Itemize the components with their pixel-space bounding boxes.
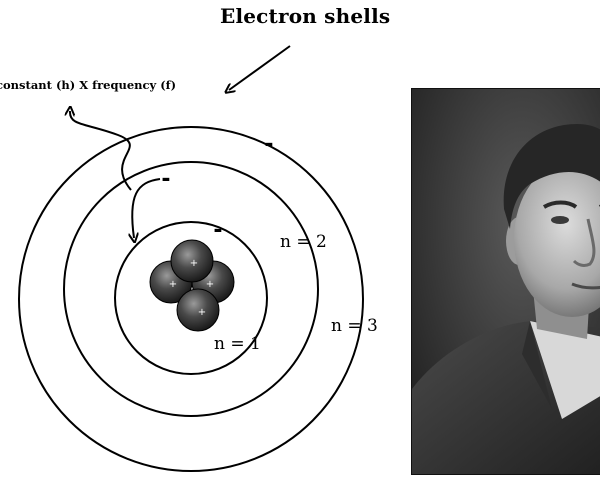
electron-transition-arrow bbox=[132, 178, 161, 238]
shell-ring-1 bbox=[114, 221, 268, 375]
shell-ring-2 bbox=[63, 161, 319, 417]
electron-shell-1: - bbox=[213, 218, 222, 243]
shell-label-n2: n = 2 bbox=[280, 232, 327, 252]
diagram-title: Electron shells bbox=[220, 4, 391, 28]
proton-sign: + bbox=[190, 258, 198, 269]
proton-sign: + bbox=[198, 307, 206, 318]
energy-formula-label: 's constant (h) X frequency (f) bbox=[0, 78, 177, 92]
nucleus: + + + + bbox=[149, 239, 235, 332]
proton: + bbox=[176, 288, 220, 332]
proton: + bbox=[170, 239, 214, 283]
proton-sign: + bbox=[169, 279, 177, 290]
atom-diagram: - - - + + + + bbox=[18, 45, 364, 472]
shell-label-n3: n = 3 bbox=[331, 316, 378, 336]
electron-shell-3: - bbox=[264, 132, 273, 157]
portrait-photo bbox=[411, 88, 600, 475]
title-arrow bbox=[229, 45, 291, 90]
proton-sign: + bbox=[206, 279, 214, 290]
electron-shell-2: - bbox=[161, 167, 170, 192]
photon-emission-arrow bbox=[70, 111, 132, 191]
shell-ring-3 bbox=[18, 126, 364, 472]
shell-label-n1: n = 1 bbox=[214, 334, 261, 354]
